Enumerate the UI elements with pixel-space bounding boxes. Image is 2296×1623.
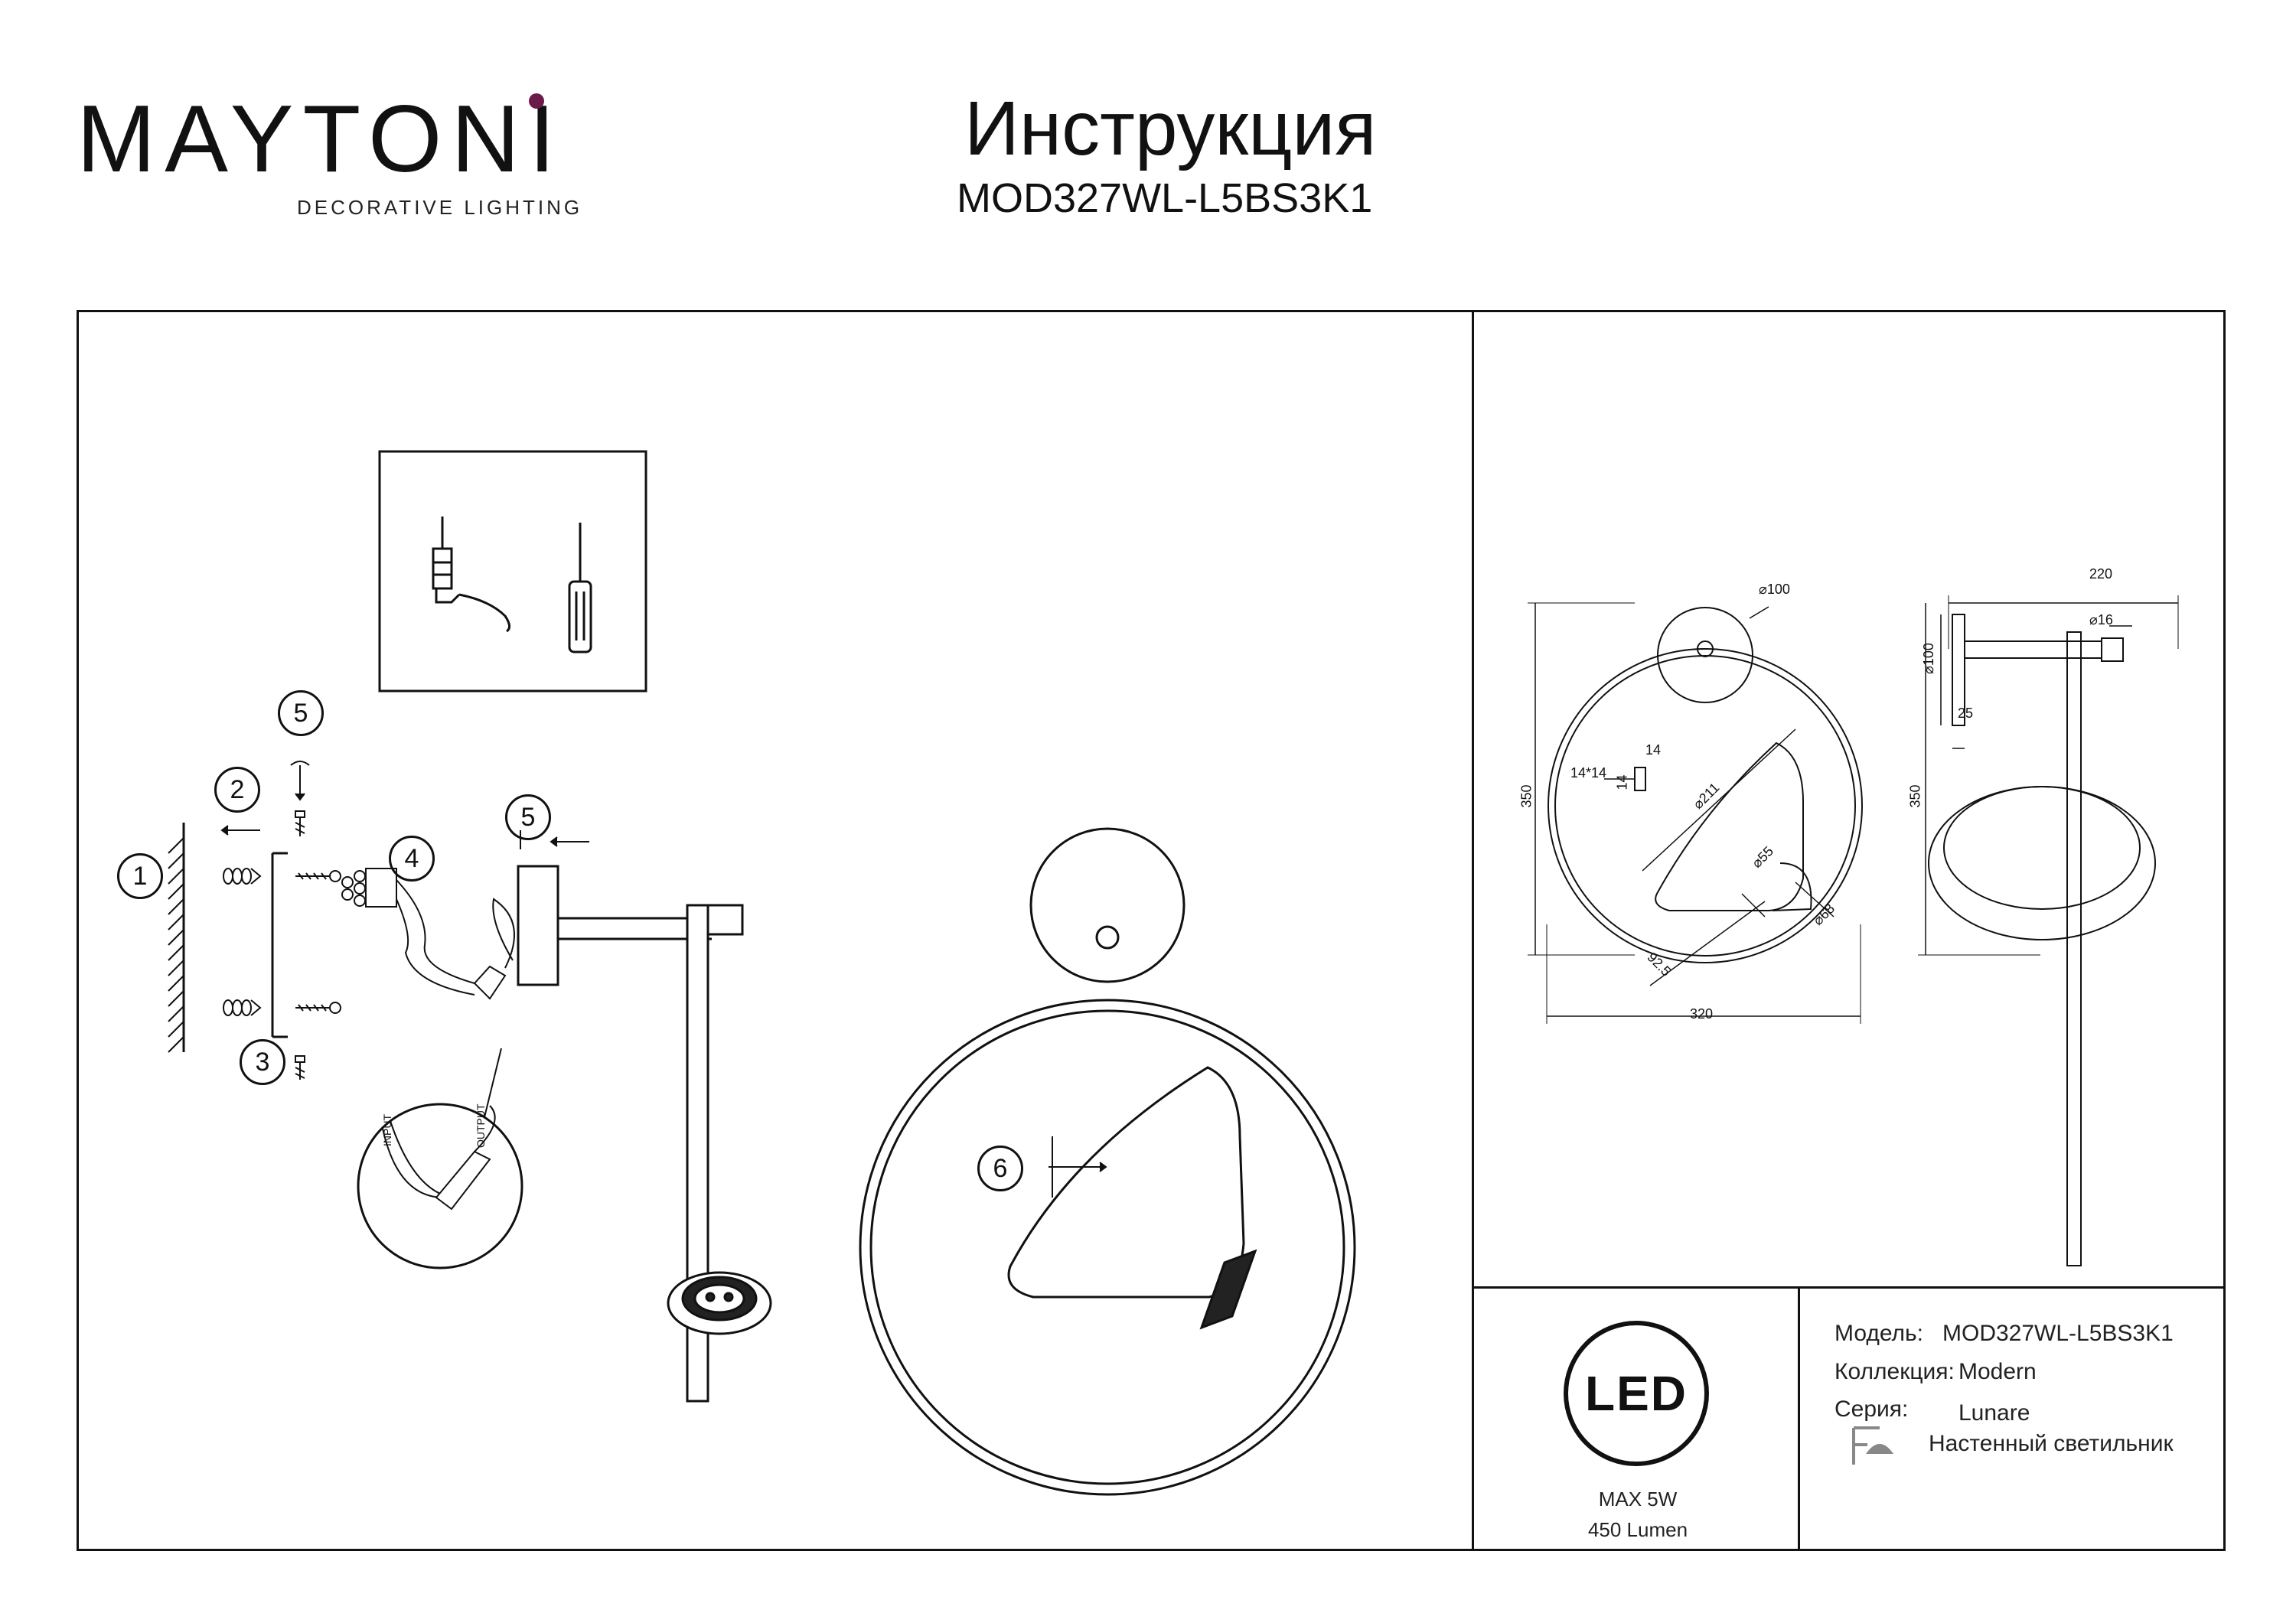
- led-badge-text: LED: [1585, 1366, 1688, 1421]
- arrow-5-top: [290, 761, 310, 801]
- screws: [295, 870, 341, 1014]
- spec-type-value: Настенный светильник: [1929, 1431, 2174, 1456]
- brand-tagline: DECORATIVE LIGHTING: [297, 196, 583, 219]
- wall-plate: [517, 865, 559, 986]
- dim-front-sq: 14*14: [1570, 765, 1607, 781]
- wiring-detail: [357, 1048, 523, 1269]
- dim-side-depth: 25: [1958, 706, 1974, 721]
- arrow-6: [1049, 1136, 1107, 1198]
- divider-main: [1472, 310, 1474, 1551]
- callout-1: 1: [117, 853, 163, 899]
- dim-front-d100: ⌀100: [1759, 582, 1790, 597]
- logo-dot: [529, 93, 544, 109]
- dim-front-height: 350: [1518, 784, 1534, 808]
- wall-anchors: [223, 868, 262, 1016]
- spec-power: MAX 5W: [1598, 1488, 1678, 1511]
- led-badge: LED: [1564, 1321, 1709, 1466]
- divider-spec-mid: [1798, 1286, 1800, 1551]
- dim-side-height: 350: [1907, 784, 1923, 808]
- small-screw-top: [295, 810, 305, 836]
- callout-2: 2: [214, 767, 260, 813]
- dim-side-width: 220: [2089, 566, 2113, 582]
- spec-lumen: 450 Lumen: [1587, 1518, 1688, 1541]
- brand-logo: MAYTONI: [77, 92, 564, 187]
- small-screw-bottom: [295, 1055, 305, 1080]
- assembly-drawing: [168, 450, 1356, 1496]
- dim-side-d100: ⌀100: [1920, 643, 1936, 674]
- document-frame: [77, 310, 2226, 1551]
- dimension-drawing: [1528, 595, 2179, 1266]
- callout-3: 3: [240, 1039, 285, 1085]
- wall-hatch: [168, 823, 185, 1053]
- wall-lamp-icon: [1852, 1426, 1894, 1465]
- dim-front-14b: 14: [1614, 774, 1630, 790]
- wire-label-input: INPUT: [381, 1114, 393, 1146]
- dim-front-width: 320: [1690, 1006, 1714, 1022]
- callout-4: 4: [389, 836, 435, 882]
- spec-series-value: Lunare: [1958, 1400, 2030, 1426]
- screwdriver-icon: [568, 523, 592, 653]
- terminal-block: [341, 868, 515, 1000]
- divider-spec-top: [1472, 1286, 2226, 1289]
- drill-icon: [432, 517, 510, 633]
- spec-model-label: Модель:: [1835, 1321, 1924, 1346]
- tools-box: [378, 450, 647, 693]
- callout-6: 6: [977, 1146, 1023, 1191]
- base-disc: [667, 1271, 772, 1335]
- wire-label-output: OUTPUT: [475, 1103, 487, 1148]
- spec-collection-value: Modern: [1958, 1359, 2037, 1384]
- spec-series-label: Серия:: [1835, 1396, 1909, 1422]
- spec-model-value: MOD327WL-L5BS3K1: [1942, 1321, 2174, 1346]
- callout-5-top: 5: [278, 690, 324, 736]
- spec-collection-label: Коллекция:: [1835, 1359, 1955, 1384]
- page-model: MOD327WL-L5BS3K1: [957, 175, 1373, 221]
- callout-5-plate: 5: [505, 794, 551, 840]
- page-title: Инструкция: [964, 86, 1377, 171]
- brand-logo-text: MAYTONI: [77, 86, 565, 192]
- dim-front-14a: 14: [1645, 742, 1662, 758]
- arrow-5-plate: [520, 830, 589, 849]
- arrow-2: [220, 825, 260, 836]
- dim-side-d16: ⌀16: [2089, 612, 2113, 627]
- ring-lamp: [859, 827, 1356, 1496]
